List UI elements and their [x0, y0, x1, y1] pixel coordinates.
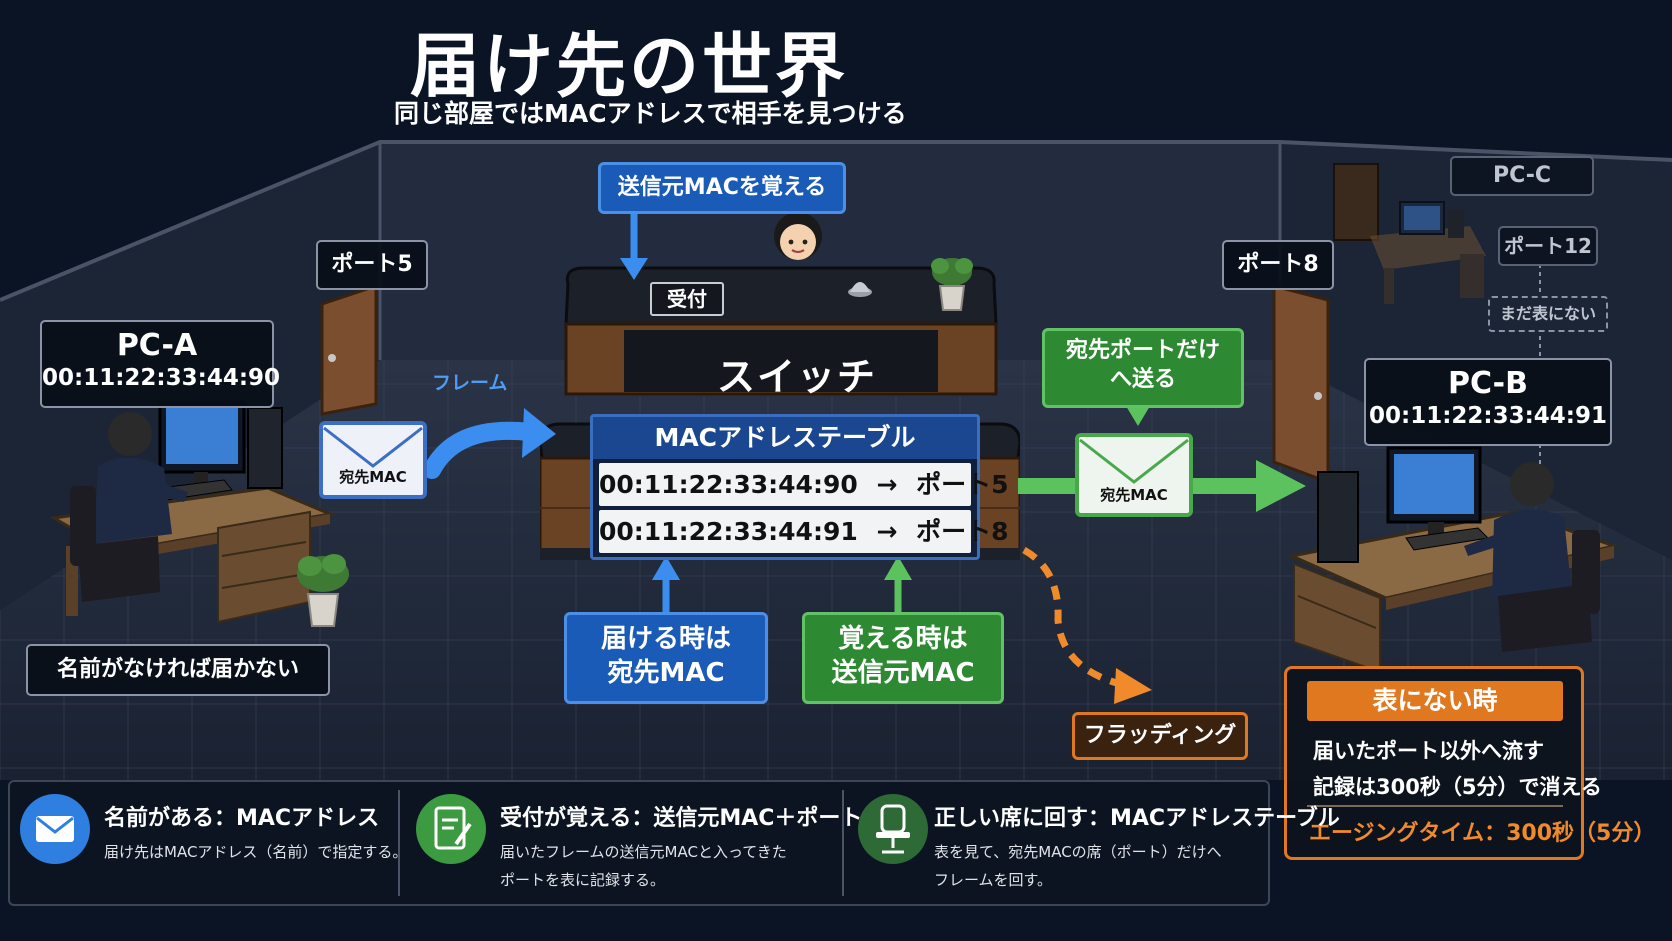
pc-a-mac: 00:11:22:33:44:90: [42, 365, 281, 391]
pc-b-label: PC-B 00:11:22:33:44:91: [1364, 358, 1612, 446]
frame-envelope-icon: [319, 421, 427, 499]
reception-sign: 受付: [650, 282, 724, 316]
forward-only-line1: 宛先ポートだけ: [1065, 338, 1220, 363]
pc-a-label: PC-A 00:11:22:33:44:90: [40, 320, 281, 408]
pc-b-workstation-icon: [1288, 446, 1618, 674]
pc-a-plant-icon: [297, 554, 349, 627]
deliver-line2: 宛先MAC: [607, 657, 725, 688]
clipboard-pen-icon: [416, 794, 486, 864]
learn-line1: 覚える時は: [838, 624, 968, 654]
pc-b-name: PC-B: [1447, 366, 1528, 401]
card-divider: [842, 790, 844, 896]
card-title: 正しい席に回す：MACアドレステーブル: [934, 806, 1340, 831]
page-subtitle: 同じ部屋ではMACアドレスで相手を見つける: [394, 99, 907, 128]
envelope-icon: [20, 794, 90, 864]
card-desc-line: ポートを表に記録する。: [500, 871, 666, 889]
counter-plant-icon: [931, 258, 973, 311]
forward-only-callout: 宛先ポートだけ へ送る: [1042, 328, 1244, 408]
not-in-table-info-box: 表にない時 届いたポート以外へ流す 記録は300秒（5分）で消える エージングタ…: [1284, 666, 1655, 860]
forward-only-line2: へ送る: [1109, 366, 1176, 392]
deliver-line1: 届ける時は: [600, 624, 731, 654]
pc-c-label: PC-C: [1450, 156, 1594, 196]
info-divider: [1307, 805, 1563, 807]
card-desc-line: フレームを回す。: [934, 871, 1053, 889]
card-desc-line: 届け先はMACアドレス（名前）で指定する。: [104, 843, 408, 861]
aging-time: エージングタイム：300秒（5分）: [1309, 821, 1656, 846]
explanation-card-forwarding: 正しい席に回す：MACアドレステーブル 表を見て、宛先MACの席（ポート）だけへ…: [848, 782, 1340, 904]
not-in-table-note: まだ表にない: [1488, 296, 1608, 332]
info-line1: 届いたポート以外へ流す: [1313, 739, 1544, 763]
explanation-card-mac-address: 名前がある：MACアドレス 届け先はMACアドレス（名前）で指定する。: [10, 782, 407, 904]
row-port: ポート8: [916, 517, 1009, 546]
office-chair-icon: [858, 794, 928, 864]
no-name-caption: 名前がなければ届かない: [26, 644, 330, 696]
page-title: 届け先の世界: [410, 25, 848, 107]
port12-label: ポート12: [1498, 226, 1598, 266]
pc-a-workstation-icon: [49, 400, 336, 624]
mac-address-table: MACアドレステーブル 00:11:22:33:44:90 → ポート5 00:…: [590, 414, 1009, 560]
learn-source-mac-green-callout: 覚える時は 送信元MAC: [802, 612, 1004, 704]
pc-a-name: PC-A: [116, 328, 198, 363]
row-mac: 00:11:22:33:44:90: [599, 470, 858, 499]
pc-c-door-icon: [1333, 163, 1379, 241]
card-title: 受付が覚える：送信元MAC＋ポート: [500, 806, 863, 831]
mac-table-title: MACアドレステーブル: [593, 417, 977, 459]
learn-source-mac-callout: 送信元MACを覚える: [598, 162, 846, 214]
frame-envelope-label: 宛先MAC: [339, 468, 407, 486]
forward-envelope-icon: [1075, 433, 1193, 517]
table-row: 00:11:22:33:44:91 → ポート8: [599, 510, 1009, 553]
card-divider: [398, 790, 400, 896]
frame-label: フレーム: [432, 372, 508, 394]
port8-label: ポート8: [1222, 240, 1334, 290]
learn-line2: 送信元MAC: [831, 657, 975, 688]
card-desc: 届け先はMACアドレス（名前）で指定する。: [104, 838, 407, 866]
port5-label: ポート5: [316, 240, 428, 290]
card-desc: 表を見て、宛先MACの席（ポート）だけへ フレームを回す。: [934, 838, 1222, 894]
pc-c-desk-icon: [1370, 201, 1486, 304]
card-desc-line: 届いたフレームの送信元MACと入ってきた: [500, 843, 787, 861]
explanation-card-learning: 受付が覚える：送信元MAC＋ポート 届いたフレームの送信元MACと入ってきた ポ…: [406, 782, 862, 904]
row-arrow: →: [876, 470, 898, 499]
pc-b-mac: 00:11:22:33:44:91: [1368, 403, 1608, 429]
info-line2: 記録は300秒（5分）で消える: [1313, 775, 1602, 799]
card-desc: 届いたフレームの送信元MACと入ってきた ポートを表に記録する。: [500, 838, 787, 894]
forward-envelope-label: 宛先MAC: [1100, 486, 1168, 504]
flooding-label: フラッディング: [1072, 712, 1248, 760]
row-arrow: →: [876, 517, 898, 546]
info-heading: 表にない時: [1307, 681, 1563, 721]
switch-name: スイッチ: [716, 355, 877, 399]
card-desc-line: 表を見て、宛先MACの席（ポート）だけへ: [934, 843, 1222, 861]
deliver-destination-mac-callout: 届ける時は 宛先MAC: [564, 612, 768, 704]
port5-door-icon: [320, 286, 378, 416]
card-title: 名前がある：MACアドレス: [104, 806, 380, 831]
table-row: 00:11:22:33:44:90 → ポート5: [599, 463, 1009, 506]
row-port: ポート5: [916, 470, 1009, 499]
row-mac: 00:11:22:33:44:91: [599, 517, 858, 546]
explanation-bar: 名前がある：MACアドレス 届け先はMACアドレス（名前）で指定する。 受付が覚…: [8, 780, 1340, 906]
